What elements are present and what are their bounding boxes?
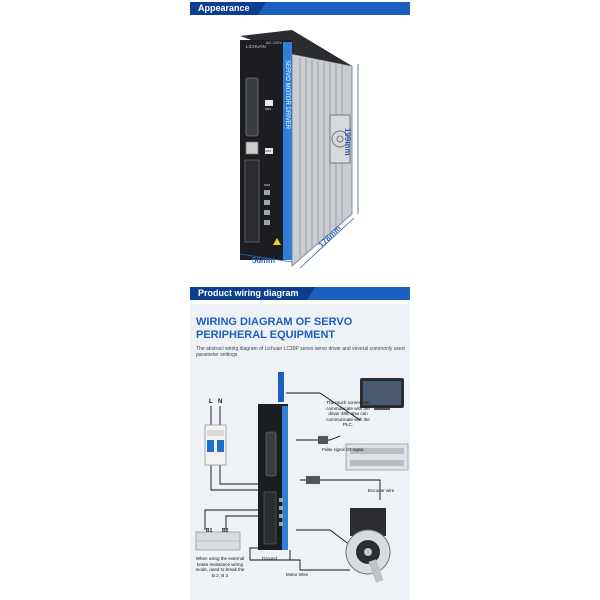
driver-brand: LICHUAN [246,44,266,49]
wiring-banner-label: Product wiring diagram [190,287,315,300]
breaker-icon [204,424,227,466]
dimension-lines [239,64,359,269]
connector-cn1 [245,77,259,137]
label-b2: B2 [222,528,229,534]
wires [204,392,381,571]
pulse-signal-label: Pulse signal I/O signal [322,447,364,452]
label-l: L [209,399,213,405]
driver-top-face [240,30,352,66]
ground-label: Ground [262,556,278,561]
port-cn1-label: CN1 [265,107,271,111]
servo-driver-image: SERVO MOTOR DRIVER LICHUAN AC 220V CN1 C… [239,30,359,269]
plc-icon [345,443,409,471]
wiring-title-line1: WIRING DIAGRAM OF SERVO [196,316,353,328]
wiring-title: WIRING DIAGRAM OF SERVO PERIPHERAL EQUIP… [196,316,396,342]
dimension-width: 56mm [252,256,276,265]
connector-icon [306,436,328,484]
port-cn2-label: CN2 [264,183,270,187]
wiring-title-line2: PERIPHERAL EQUIPMENT [196,329,336,341]
label-n: N [218,399,222,405]
touch-screen-note: The touch screen can communicate with th… [326,400,370,427]
motor-wire-label: Motor Wire [286,572,308,577]
warning-icon [273,238,281,245]
connector-cn2 [244,159,260,243]
appearance-banner-label: Appearance [190,2,266,15]
servo-motor-icon [345,508,391,583]
driver-blue-strip [283,42,292,260]
wiring-banner: Product wiring diagram [190,287,410,300]
driver-voltage: AC 220V [266,40,282,45]
wiring-driver [258,372,288,550]
driver-side-text: SERVO MOTOR DRIVER [284,60,290,130]
encoder-wire-label: Encoder wire [368,488,395,493]
wiring-description: The abstract wiring diagram of Lichuan L… [196,346,405,358]
touch-screen-icon [360,378,404,410]
connector-cn3 [245,141,259,155]
brake-note: When using the external brake resistance… [195,556,245,578]
label-b1: B1 [206,528,213,534]
brake-resistor-icon [195,531,241,551]
fan-icon [329,114,351,164]
appearance-banner: Appearance [190,2,410,15]
port-cn3-label: CN3 [265,149,271,153]
terminal-screws [264,190,270,225]
